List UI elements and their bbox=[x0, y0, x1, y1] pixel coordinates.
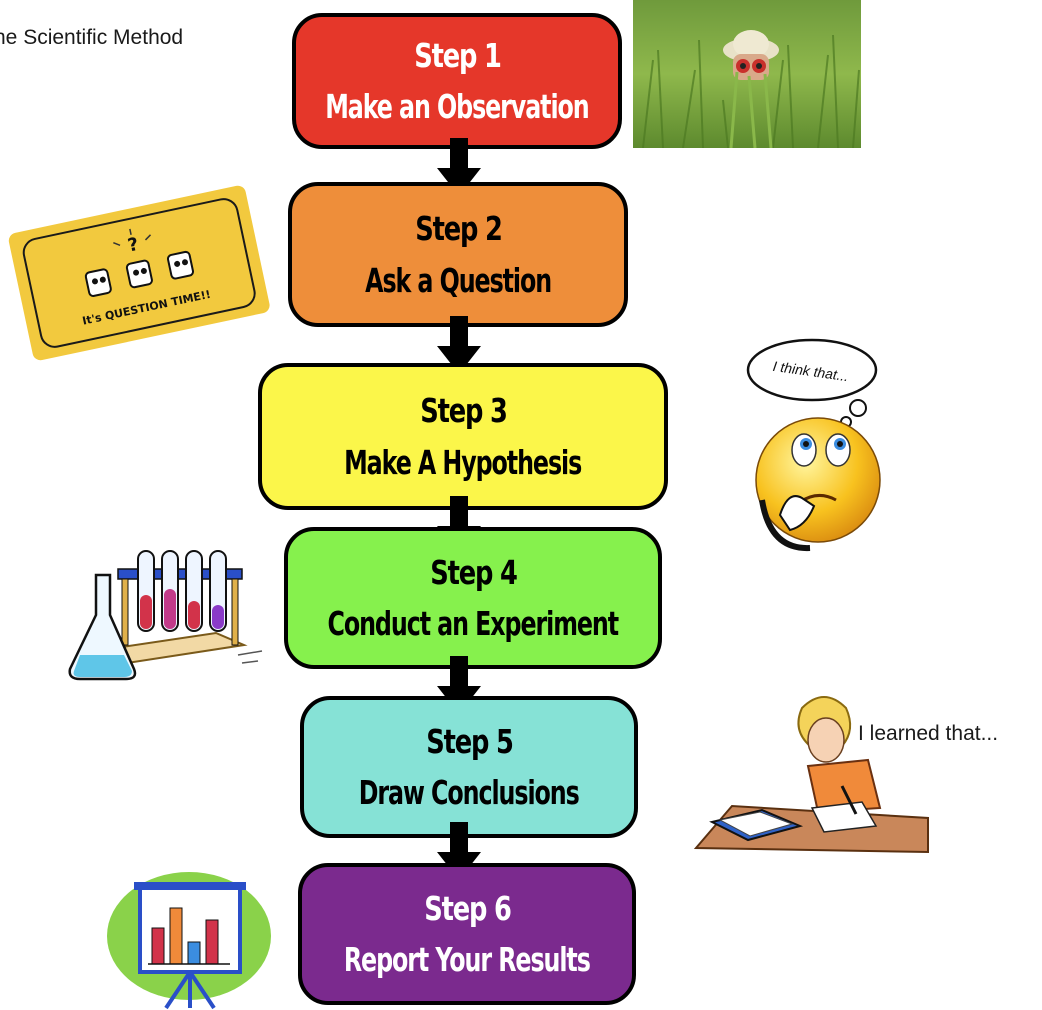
learned-caption: I learned that... bbox=[858, 722, 999, 745]
step-5-number: Step 5 bbox=[425, 721, 514, 761]
step-3-number: Step 3 bbox=[419, 391, 508, 431]
lab-equipment-icon bbox=[68, 550, 263, 681]
thinking-smiley: I think that... bbox=[746, 338, 881, 552]
step-2-number: Step 2 bbox=[414, 209, 503, 249]
presentation-chart-icon bbox=[107, 872, 271, 1010]
step-4-box: Step 4 Conduct an Experiment bbox=[284, 527, 662, 669]
step-6-box: Step 6 Report Your Results bbox=[298, 863, 636, 1005]
step-1-box: Step 1 Make an Observation bbox=[292, 13, 622, 149]
step-2-box: Step 2 Ask a Question bbox=[288, 182, 628, 327]
page-title: he Scientific Method bbox=[0, 26, 184, 49]
step-6-label: Report Your Results bbox=[344, 940, 591, 979]
question-symbol: ? bbox=[126, 234, 141, 257]
step-1-label: Make an Observation bbox=[325, 87, 589, 126]
step-6-number: Step 6 bbox=[423, 888, 512, 928]
arrow-down-icon bbox=[437, 316, 481, 374]
step-5-box: Step 5 Draw Conclusions bbox=[300, 696, 638, 838]
step-2-label: Ask a Question bbox=[365, 260, 552, 300]
girl-writing-icon bbox=[693, 696, 929, 854]
step-3-label: Make A Hypothesis bbox=[344, 442, 582, 482]
step-4-number: Step 4 bbox=[429, 552, 518, 592]
step-5-label: Draw Conclusions bbox=[359, 773, 580, 812]
question-time-card: ? It's QUESTION TIME!! bbox=[8, 185, 270, 361]
step-4-label: Conduct an Experiment bbox=[327, 604, 620, 643]
step-1-number: Step 1 bbox=[413, 35, 502, 75]
step-3-box: Step 3 Make A Hypothesis bbox=[258, 363, 668, 510]
grass-explorer-photo bbox=[633, 0, 861, 148]
